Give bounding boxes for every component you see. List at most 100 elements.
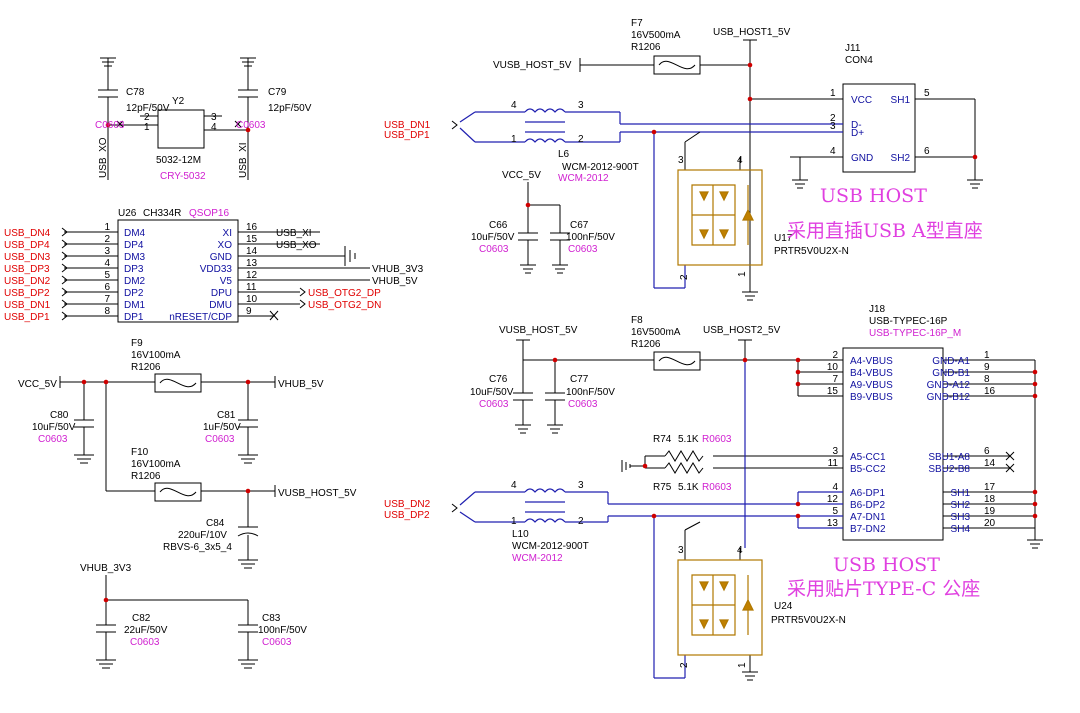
net-flag-icon xyxy=(61,227,68,237)
f8-value: 16V500mA xyxy=(631,327,681,338)
u26-pin-number: 15 xyxy=(246,234,258,245)
c83-package: C0603 xyxy=(262,637,292,648)
j18-package: USB-TYPEC-16P_M xyxy=(869,328,961,339)
y2-pin-2: 2 xyxy=(144,112,150,123)
j18-ref: J18 xyxy=(869,304,886,315)
j11-pin-number: 4 xyxy=(830,146,836,157)
u17-pin-3: 3 xyxy=(678,155,684,166)
u26-pin-name: nRESET/CDP xyxy=(169,312,232,323)
vusb-host-5v-net-2: VUSB_HOST_5V xyxy=(499,325,578,336)
host1-title: USB HOST xyxy=(820,185,927,207)
host2-title: USB HOST xyxy=(833,554,940,576)
vhub-3v3-label: VHUB_3V3 xyxy=(80,563,132,574)
y2-pin-3: 3 xyxy=(211,112,217,123)
f9-value: 16V100mA xyxy=(131,350,181,361)
j18-pin-number: 10 xyxy=(827,362,839,373)
j11-pin-name: D- xyxy=(851,120,862,131)
c79-package: C0603 xyxy=(236,120,266,131)
u26-pin-number: 8 xyxy=(104,306,110,317)
u24-pin-4: 4 xyxy=(737,545,743,556)
u26-pin-name: DP3 xyxy=(124,264,144,275)
j18-pin-name: A9-VBUS xyxy=(850,380,893,391)
u26-pin-number: 9 xyxy=(246,306,252,317)
l6-value: WCM-2012-900T xyxy=(562,162,639,173)
l10-pin-3: 3 xyxy=(578,480,584,491)
net-flag-icon xyxy=(299,287,306,297)
u26-net-label: USB_OTG2_DP xyxy=(308,288,381,299)
u26-pin-name: V5 xyxy=(220,276,233,287)
hub-left-pins: 1DM4USB_DN42DP4USB_DP43DM3USB_DN34DP3USB… xyxy=(4,222,146,323)
l10-ref: L10 xyxy=(512,529,529,540)
f7-package: R1206 xyxy=(631,42,661,53)
usb-host1-5v-net: USB_HOST1_5V xyxy=(713,27,791,38)
u17-ref: U17 xyxy=(774,233,793,244)
u17-tvs xyxy=(677,169,763,266)
u26-net-label: USB_XI xyxy=(276,228,312,239)
j11-pin-name: VCC xyxy=(851,95,872,106)
u26-pin-name: DMU xyxy=(209,300,232,311)
l10-value: WCM-2012-900T xyxy=(512,541,589,552)
u26-pin-number: 11 xyxy=(246,282,257,293)
c81-value: 1uF/50V xyxy=(203,422,241,433)
u26-net-label: USB_DP4 xyxy=(4,240,50,251)
u26-ref: U26 xyxy=(118,208,137,219)
j11-pin-number: 1 xyxy=(830,88,836,99)
j11-pin-name: GND xyxy=(851,153,873,164)
c81-ref: C81 xyxy=(217,410,236,421)
u26-pin-number: 13 xyxy=(246,258,258,269)
net-flag-icon xyxy=(61,299,68,309)
usb-host1-section: 3 4 2 1 F7 16V500mA R1206 VUSB_HOST_5V U… xyxy=(384,18,983,301)
r74-ref: R74 xyxy=(653,434,672,445)
j11-pin-number: 3 xyxy=(830,121,836,132)
j18-pin-name: A5-CC1 xyxy=(850,452,886,463)
j18-pin-number: 12 xyxy=(827,494,839,505)
y2-ref: Y2 xyxy=(172,96,185,107)
f8-ref: F8 xyxy=(631,315,643,326)
j18-pin-number: 9 xyxy=(984,362,990,373)
vcc-5v-net-host1: VCC_5V xyxy=(502,170,541,181)
j18-pin-name: SH2 xyxy=(951,500,971,511)
hub-ic-u26: U26 CH334R QSOP16 1DM4USB_DN42DP4USB_DP4… xyxy=(4,208,424,323)
u26-net-label: USB_DP2 xyxy=(4,288,50,299)
r75-package: R0603 xyxy=(702,482,732,493)
net-flag-icon xyxy=(61,263,68,273)
diff-pair-flag-icon xyxy=(451,120,458,130)
u26-pin-name: GND xyxy=(210,252,232,263)
j18-pin-name: GND-A1 xyxy=(932,356,970,367)
y2-value: 5032-12M xyxy=(156,155,201,166)
u17-pin-2: 2 xyxy=(679,274,690,280)
u26-net-label: USB_DN2 xyxy=(4,276,51,287)
usb-dp2-net: USB_DP2 xyxy=(384,510,430,521)
j18-pin-number: 4 xyxy=(832,482,838,493)
vhub-5v-label: VHUB_5V xyxy=(278,379,324,390)
l10-package: WCM-2012 xyxy=(512,553,563,564)
u26-pin-name: VDD33 xyxy=(200,264,233,275)
c77-ref: C77 xyxy=(570,374,589,385)
l10-pin-4: 4 xyxy=(511,480,517,491)
j11-ref: J11 xyxy=(845,43,861,54)
host1-subtitle: 采用直插USB A型直座 xyxy=(787,220,983,242)
r75-ref: R75 xyxy=(653,482,672,493)
u26-pin-number: 7 xyxy=(104,294,110,305)
y2-pin-4: 4 xyxy=(211,122,217,133)
f10-ref: F10 xyxy=(131,447,149,458)
u26-net-label: USB_OTG2_DN xyxy=(308,300,381,311)
c82-package: C0603 xyxy=(130,637,160,648)
power-left-section: VCC_5V F9 16V100mA R1206 VHUB_5V C80 10u… xyxy=(18,338,357,669)
j11-pin-number: 5 xyxy=(924,88,930,99)
vcc-5v-label: VCC_5V xyxy=(18,379,57,390)
c78-value: 12pF/50V xyxy=(126,103,170,114)
y2-pin-1: 1 xyxy=(144,122,150,133)
u26-pin-number: 5 xyxy=(104,270,110,281)
l6-ref: L6 xyxy=(558,149,570,160)
net-flag-icon xyxy=(299,299,306,309)
diff-pair-flag-icon xyxy=(451,503,458,513)
u17-pin-4: 4 xyxy=(737,155,743,166)
j11-part: CON4 xyxy=(845,55,873,66)
u26-pin-number: 1 xyxy=(104,222,110,233)
c81-package: C0603 xyxy=(205,434,235,445)
j11-pin-number: 2 xyxy=(830,113,836,124)
